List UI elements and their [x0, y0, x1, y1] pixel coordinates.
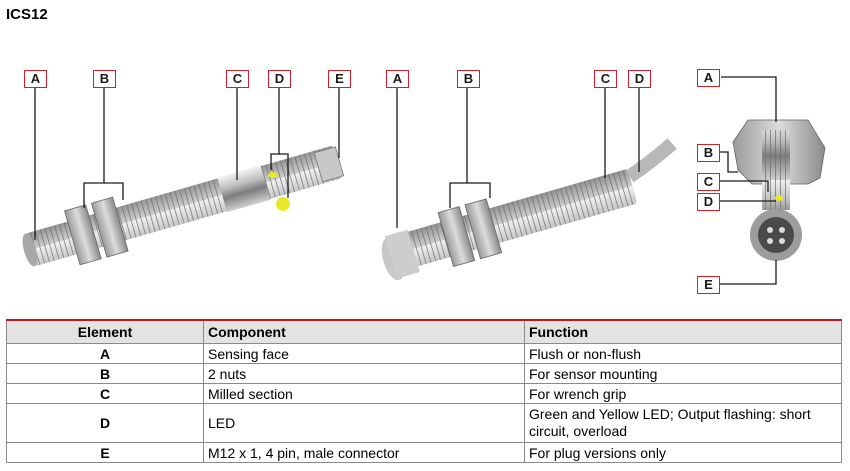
callout-a-3: A [697, 69, 720, 87]
table-row: B 2 nuts For sensor mounting [6, 363, 842, 384]
callout-c-3: C [697, 173, 720, 191]
table-row: D LED Green and Yellow LED; Output flash… [6, 403, 842, 443]
header-element: Element [6, 319, 204, 344]
sensor-illustration: A B C D E A B C D A B C D E [0, 60, 850, 310]
led-yellow-3 [775, 195, 783, 201]
cell-element: B [6, 363, 204, 384]
cell-function: Green and Yellow LED; Output flashing: s… [524, 403, 842, 443]
cell-element: E [6, 442, 204, 463]
callout-d-2: D [628, 70, 651, 88]
cell-element: D [6, 403, 204, 443]
cell-function: Flush or non-flush [524, 343, 842, 364]
callout-d-1: D [268, 70, 291, 88]
table-row: C Milled section For wrench grip [6, 383, 842, 404]
callout-b-1: B [93, 70, 116, 88]
cell-component: 2 nuts [203, 363, 525, 384]
header-component: Component [203, 319, 525, 344]
cell-component: M12 x 1, 4 pin, male connector [203, 442, 525, 463]
table-row: A Sensing face Flush or non-flush [6, 343, 842, 364]
callout-d-3: D [697, 193, 720, 211]
cell-function: For wrench grip [524, 383, 842, 404]
table-header-row: Element Component Function [6, 319, 842, 344]
sensor-3 [732, 119, 826, 261]
callout-a-1: A [24, 70, 47, 88]
sensor-drawings [22, 76, 826, 285]
sensor-1 [22, 146, 345, 267]
callout-a-2: A [386, 70, 409, 88]
cell-component: Milled section [203, 383, 525, 404]
callout-c-1: C [226, 70, 249, 88]
table-row: E M12 x 1, 4 pin, male connector For plu… [6, 442, 842, 463]
leader-lines [34, 76, 777, 285]
callout-b-3: B [697, 144, 720, 162]
cell-element: A [6, 343, 204, 364]
callout-e-3: E [697, 276, 720, 294]
header-function: Function [524, 319, 842, 344]
cell-function: For plug versions only [524, 442, 842, 463]
led-yellow-1 [276, 197, 290, 211]
callout-c-2: C [594, 70, 617, 88]
page-title: ICS12 [6, 6, 48, 23]
component-table-wrap: Element Component Function A Sensing fac… [6, 319, 842, 463]
callout-b-2: B [457, 70, 480, 88]
cell-component: Sensing face [203, 343, 525, 364]
cell-component: LED [203, 403, 525, 443]
cell-function: For sensor mounting [524, 363, 842, 384]
cell-element: C [6, 383, 204, 404]
sensor-2 [381, 138, 677, 281]
component-table: Element Component Function A Sensing fac… [6, 319, 842, 463]
callout-e-1: E [328, 70, 351, 88]
led-yellow-1b [268, 172, 278, 178]
